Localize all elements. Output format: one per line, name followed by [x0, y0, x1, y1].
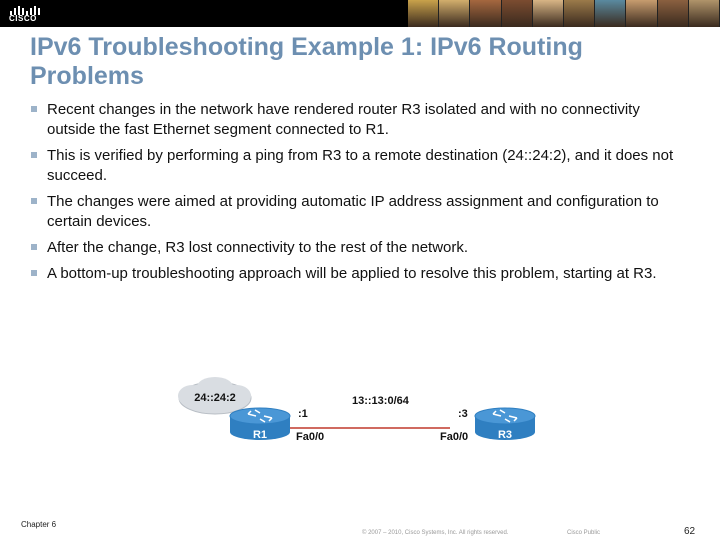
header-photo-strip — [408, 0, 720, 27]
bullet-item: A bottom-up troubleshooting approach wil… — [30, 264, 680, 284]
top-banner: CISCO — [0, 0, 720, 27]
bullet-square-icon — [31, 270, 37, 276]
bullet-text: This is verified by performing a ping fr… — [47, 147, 674, 184]
r3-interface: Fa0/0 — [440, 431, 468, 443]
bullet-square-icon — [31, 106, 37, 112]
bullet-item: After the change, R3 lost connectivity t… — [30, 238, 680, 258]
bullet-item: Recent changes in the network have rende… — [30, 100, 680, 140]
r3-host-id: :3 — [458, 408, 468, 420]
cisco-logo: CISCO — [9, 3, 43, 25]
router-r3: R3 — [474, 407, 536, 441]
bullet-square-icon — [31, 244, 37, 250]
header-photo — [564, 0, 596, 27]
bullet-item: The changes were aimed at providing auto… — [30, 192, 680, 232]
bullet-text: Recent changes in the network have rende… — [47, 101, 640, 138]
cloud-shape — [178, 377, 252, 415]
bullet-text: A bottom-up troubleshooting approach wil… — [47, 265, 657, 282]
header-photo — [688, 0, 720, 27]
bullet-text: After the change, R3 lost connectivity t… — [47, 239, 469, 256]
header-photo — [595, 0, 627, 27]
bullet-square-icon — [31, 198, 37, 204]
header-photo — [501, 0, 533, 27]
bullet-list: Recent changes in the network have rende… — [30, 100, 680, 290]
r1-interface: Fa0/0 — [296, 431, 324, 443]
header-photo — [439, 0, 471, 27]
page-number: 62 — [684, 526, 696, 537]
header-photo — [657, 0, 689, 27]
router-r1-label: R1 — [253, 429, 267, 441]
network-diagram: 24::24:2 R1 R3 13::13:0/64 :1 :3 Fa0/0 F… — [178, 377, 536, 443]
header-photo — [532, 0, 565, 27]
footer-chapter: Chapter 6 — [21, 520, 57, 529]
header-photo — [470, 0, 502, 27]
footer-copyright: © 2007 – 2010, Cisco Systems, Inc. All r… — [362, 530, 509, 536]
bullet-square-icon — [31, 152, 37, 158]
router-arrows-icon — [492, 409, 518, 423]
bullet-item: This is verified by performing a ping fr… — [30, 146, 680, 186]
footer-classification: Cisco Public — [567, 530, 601, 536]
bullet-text: The changes were aimed at providing auto… — [47, 193, 659, 230]
cloud-label: 24::24:2 — [194, 392, 236, 404]
cisco-bars-icon — [10, 6, 40, 15]
header-photo — [626, 0, 658, 27]
router-r3-label: R3 — [498, 429, 512, 441]
r1-host-id: :1 — [298, 408, 308, 420]
subnet-label: 13::13:0/64 — [352, 395, 410, 407]
header-photo — [408, 0, 440, 27]
router-r1: R1 — [229, 407, 291, 441]
router-arrows-icon — [247, 409, 273, 423]
cisco-logo-text: CISCO — [9, 14, 37, 23]
slide-title: IPv6 Troubleshooting Example 1: IPv6 Rou… — [30, 33, 583, 90]
